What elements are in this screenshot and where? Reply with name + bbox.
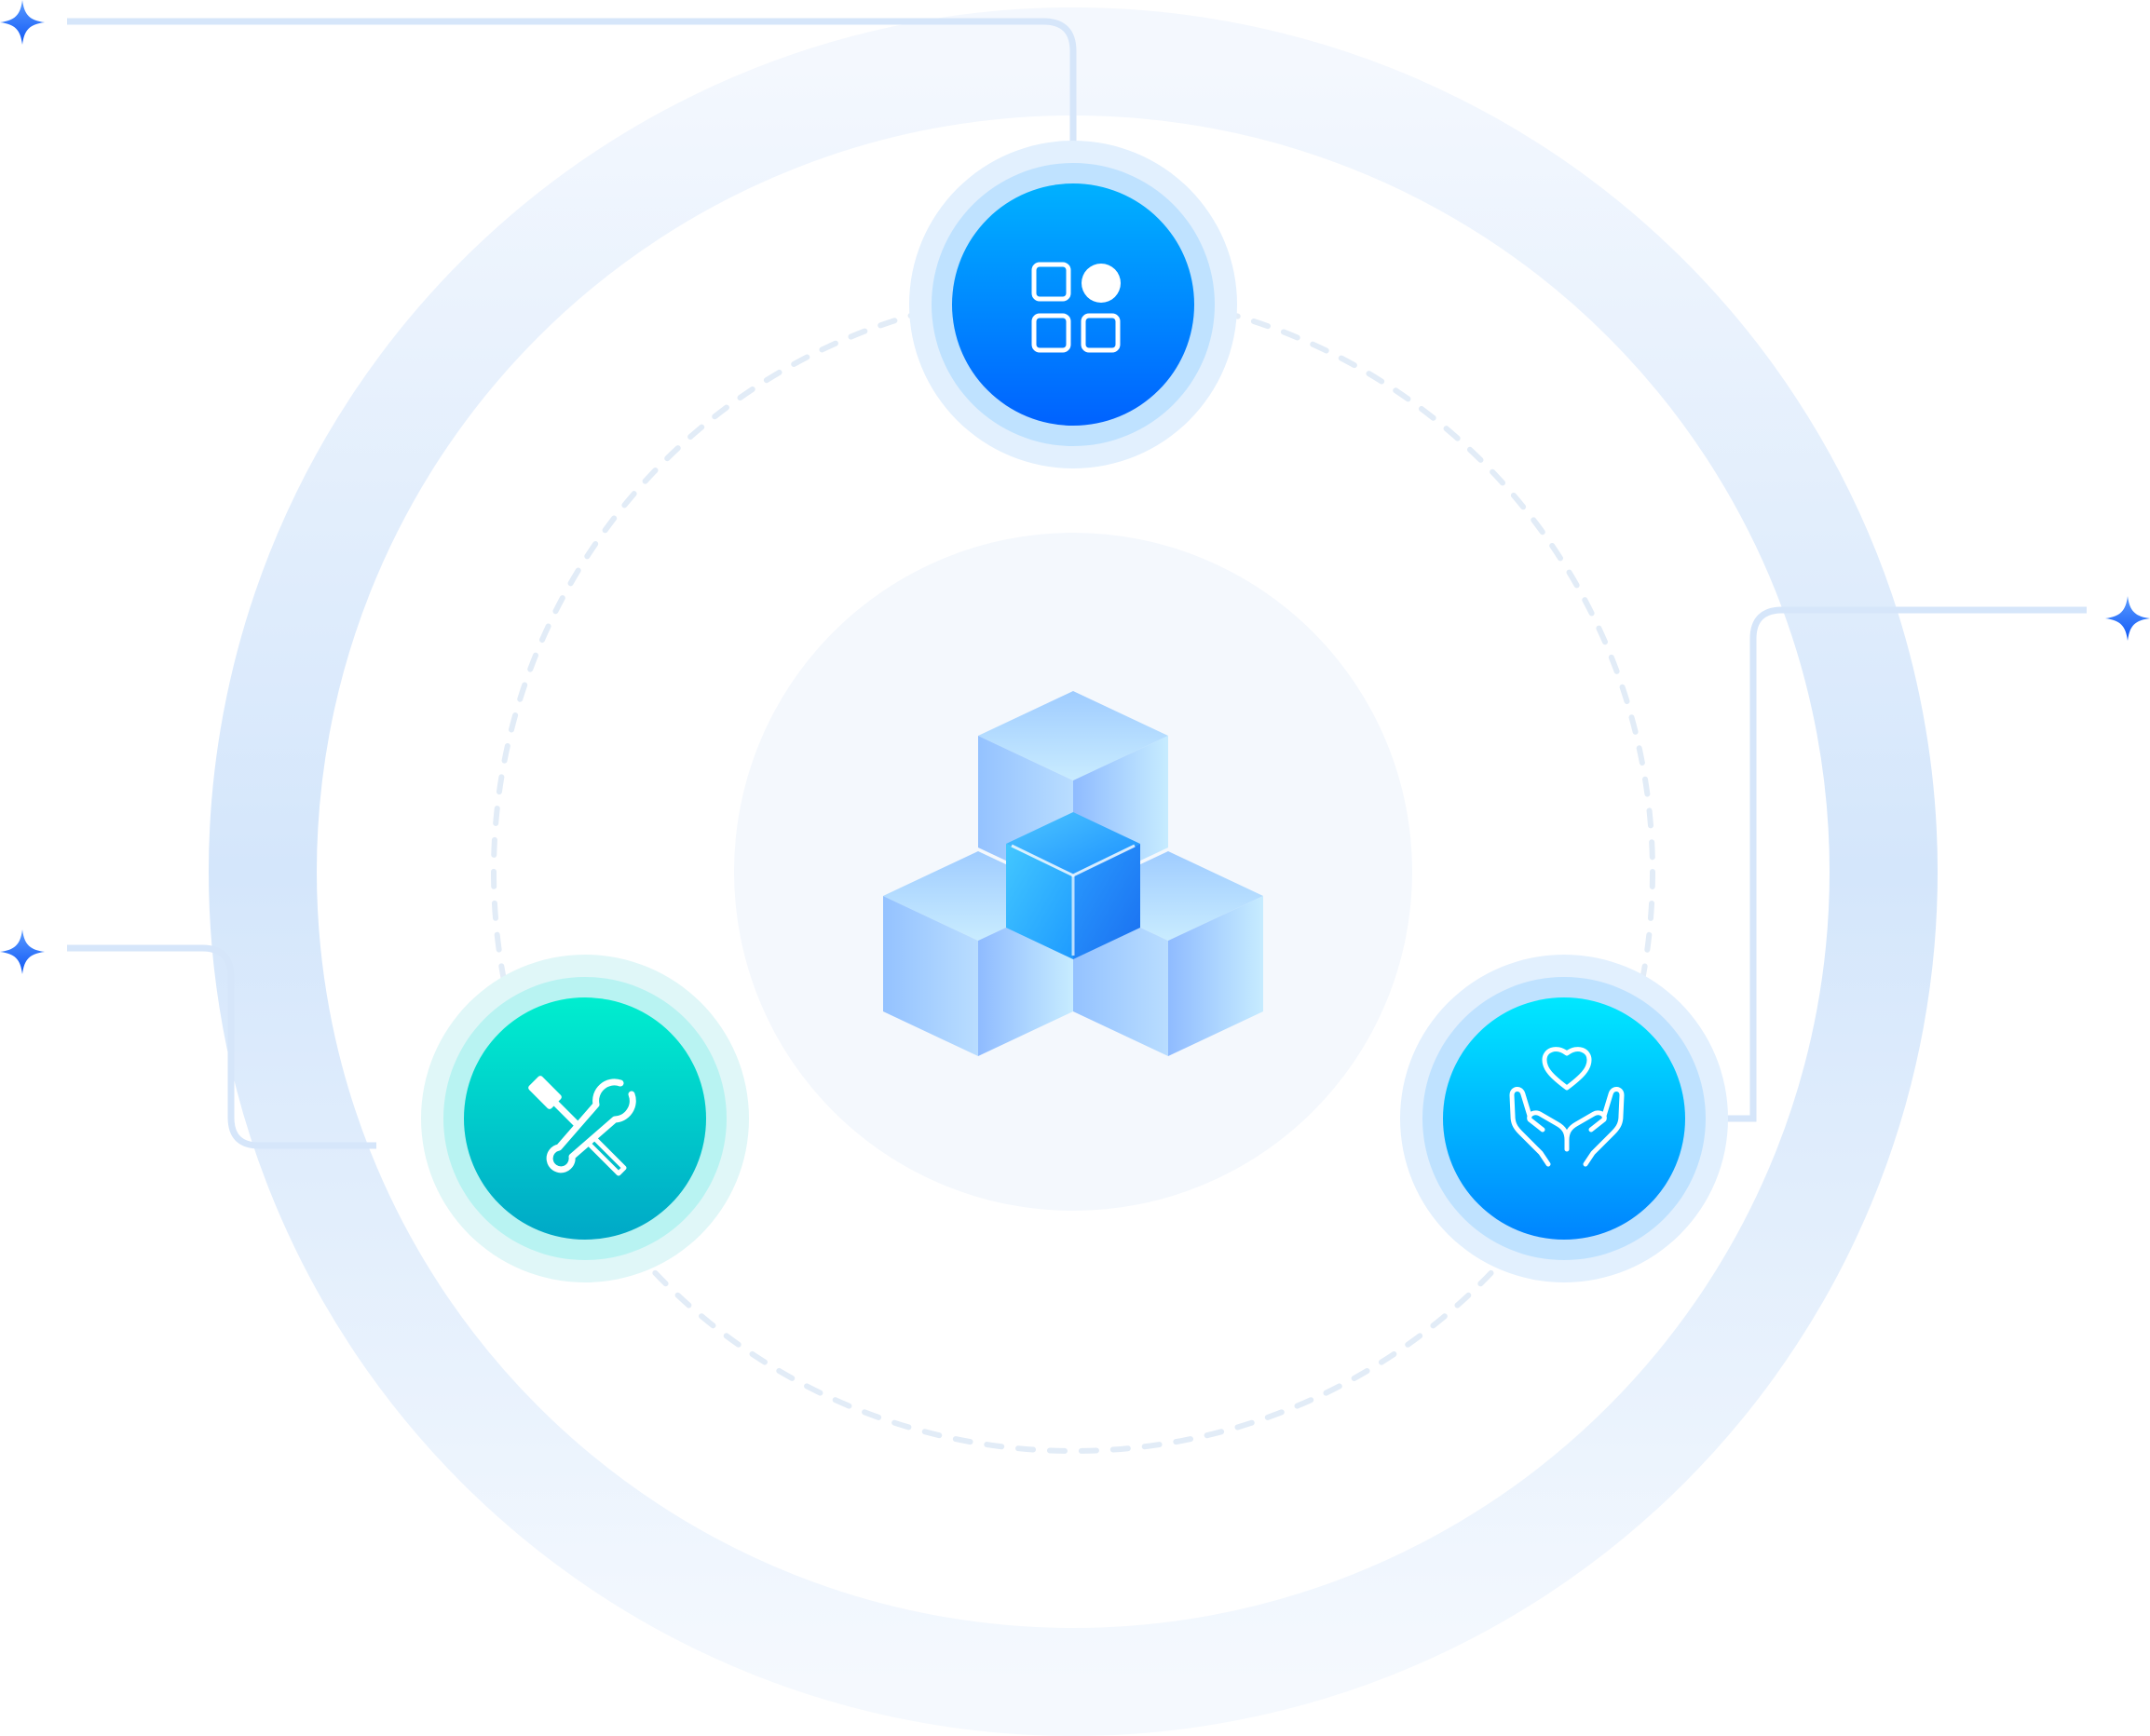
- connector-left: [67, 944, 376, 1149]
- connector-right: [1725, 606, 2087, 1122]
- tools-icon: [528, 1076, 636, 1176]
- node-right[interactable]: [1400, 955, 1728, 1282]
- sparkle-left-icon: [0, 929, 45, 974]
- node-top[interactable]: [909, 141, 1237, 468]
- care-hands-icon: [1509, 1047, 1625, 1167]
- stacked-cubes-icon: [883, 691, 1263, 1056]
- node-right-core: [1443, 997, 1685, 1240]
- node-left[interactable]: [421, 955, 749, 1282]
- sparkle-top-left-icon: [0, 0, 45, 45]
- connector-top: [67, 18, 1077, 142]
- sparkle-right-icon: [2105, 596, 2150, 641]
- node-top-core: [952, 183, 1194, 426]
- app-grid-icon: [1031, 262, 1121, 353]
